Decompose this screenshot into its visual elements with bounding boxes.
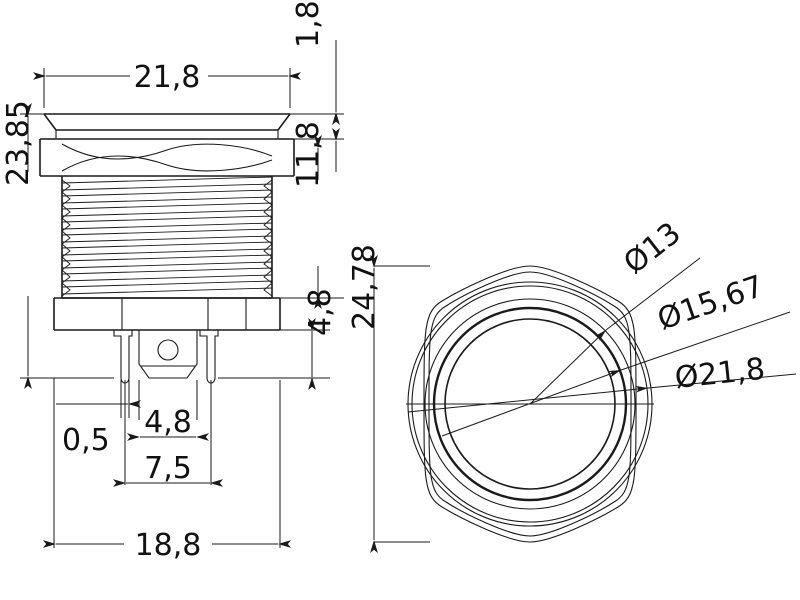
threaded-shank [61, 176, 273, 298]
dim-thread-length: 11,8 [272, 121, 344, 309]
dim-label-head-width: 21,8 [134, 60, 201, 95]
knurled-head-body [39, 138, 295, 177]
switch-body [53, 297, 281, 331]
dim-label-pin-thickness: 0,5 [62, 423, 110, 458]
dim-pin-spacing: 7,5 [113, 380, 223, 487]
top-plan-view [406, 265, 654, 543]
dim-label-total-height: 23,85 [1, 100, 36, 186]
dim-label-tab-width: 4,8 [144, 405, 192, 440]
dim-label-dia-15-67: Ø15,67 [653, 269, 768, 338]
front-view-dimensions: 21,8 1,8 11,8 23,85 [1, 0, 344, 563]
dim-body-width: 18,8 [43, 380, 291, 563]
dim-label-bezel-height: 1,8 [291, 0, 326, 48]
hex-outline [423, 265, 637, 543]
dim-terminal-height: 4,8 [218, 288, 338, 390]
dim-tab-width: 4,8 [127, 380, 209, 441]
dim-label-body-width: 18,8 [135, 528, 202, 563]
dim-bezel-height: 1,8 [278, 0, 344, 172]
front-section-view [39, 113, 295, 384]
dim-dia-15-67: Ø15,67 [441, 269, 791, 437]
dim-label-terminal-height: 4,8 [303, 288, 338, 336]
dim-dia-21-8: Ø21,8 [407, 352, 797, 413]
dim-total-height: 23,85 [1, 100, 114, 389]
dim-label-thread-length: 11,8 [291, 121, 326, 188]
dim-across-flats: 24,78 [347, 244, 430, 553]
dim-pin-thickness: 0,5 [53, 378, 141, 470]
bezel-head [43, 113, 291, 140]
dim-label-dia-13: Ø13 [617, 216, 687, 282]
dim-label-dia-21-8: Ø21,8 [673, 352, 767, 396]
dim-label-pin-spacing: 7,5 [144, 451, 192, 486]
dim-label-across-flats: 24,78 [347, 244, 382, 330]
dim-head-width: 21,8 [33, 60, 301, 108]
terminal-pins [113, 329, 219, 384]
